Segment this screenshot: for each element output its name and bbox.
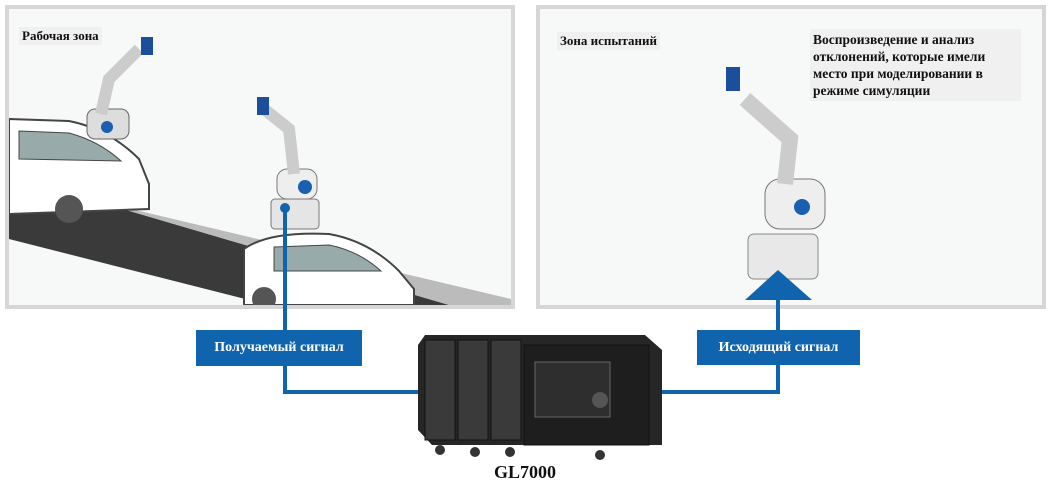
car-icon: [243, 232, 415, 305]
data-logger-device-icon: [418, 335, 662, 460]
robot-arm-icon: [726, 67, 826, 280]
outgoing-signal-label: Исходящий сигнал: [697, 330, 860, 365]
work-zone-title: Рабочая зона: [19, 27, 102, 45]
received-signal-label: Получаемый сигнал: [196, 330, 362, 366]
test-zone-illustration: [726, 67, 826, 280]
robot-arm-icon: [257, 97, 320, 230]
work-zone-illustration: [9, 37, 511, 305]
device-name: GL7000: [493, 462, 556, 482]
work-zone-panel: Рабочая зона: [5, 5, 515, 309]
car-icon: [9, 117, 150, 223]
test-zone-description: Воспроизведение и анализ отклонений, кот…: [810, 29, 1021, 101]
robot-arm-icon: [86, 37, 153, 140]
test-zone-title: Зона испытаний: [557, 32, 661, 50]
test-zone-panel: Зона испытаний Воспроизведение и анализ …: [536, 5, 1046, 309]
